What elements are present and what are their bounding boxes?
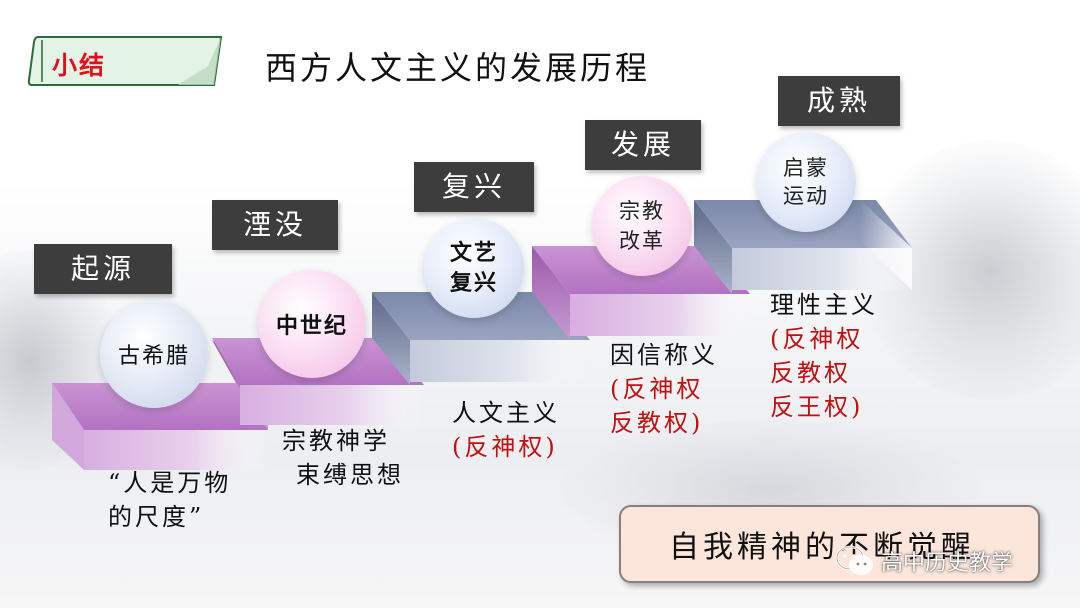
stage-label-origin: 起源: [34, 244, 172, 294]
desc-revival-red1: (反神权): [452, 433, 558, 461]
desc-maturity-red2: 反教权: [770, 359, 851, 387]
desc-maturity-red3: 反王权): [770, 393, 864, 421]
step-5-fade: [860, 200, 912, 290]
bubble-reformation-line2: 改革: [619, 229, 665, 253]
bubble-enlightenment-line1: 启蒙: [783, 156, 829, 180]
step-1-side: [52, 383, 84, 470]
bubble-enlightenment-line2: 运动: [783, 184, 829, 208]
watermark: 高中历史教学: [835, 545, 1013, 577]
bubble-enlightenment: 启蒙 运动: [756, 132, 856, 232]
bubble-middle-ages: 中世纪: [258, 270, 366, 378]
step-5-front: [732, 248, 912, 290]
desc-maturity-line1: 理性主义: [770, 291, 878, 319]
riser-5: [694, 200, 732, 294]
bubble-reformation: 宗教 改革: [592, 176, 692, 276]
bubble-reformation-line1: 宗教: [619, 199, 665, 223]
slide-title: 西方人文主义的发展历程: [265, 49, 651, 87]
badge-label: 小结: [52, 51, 107, 80]
desc-development-red2: 反教权): [610, 409, 704, 437]
summary-box: 自我精神的不断觉醒: [619, 505, 1040, 583]
summary-text: 自我精神的不断觉醒: [669, 530, 975, 565]
desc-eclipse-line2: 束缚思想: [296, 461, 404, 489]
desc-maturity-red1: (反神权: [770, 325, 864, 353]
desc-origin-line1: “人是万物: [108, 469, 232, 497]
summary-badge: [28, 36, 223, 86]
step-2-front: [240, 385, 424, 425]
bubble-ancient-greece-text: 古希腊: [117, 344, 190, 369]
stage-label-maturity: 成熟: [778, 76, 900, 126]
desc-eclipse: 宗教神学 束缚思想: [282, 424, 404, 492]
desc-revival-line1: 人文主义: [452, 399, 560, 427]
bubble-renaissance: 文艺 复兴: [424, 218, 524, 318]
bubble-renaissance-line2: 复兴: [449, 270, 498, 296]
desc-maturity: 理性主义 (反神权 反教权 反王权): [770, 288, 878, 424]
desc-revival: 人文主义 (反神权): [452, 396, 560, 464]
stage-label-eclipse: 湮没: [212, 200, 338, 250]
wechat-icon: [835, 545, 873, 575]
bubble-renaissance-line1: 文艺: [449, 240, 498, 266]
step-1-front: [84, 430, 268, 470]
watermark-text: 高中历史教学: [881, 551, 1014, 576]
riser-4: [532, 246, 570, 340]
step-4-front: [570, 294, 750, 336]
desc-origin: “人是万物 的尺度”: [108, 466, 231, 534]
bubble-middle-ages-text: 中世纪: [275, 313, 348, 339]
riser-3: [372, 292, 410, 385]
desc-development-line1: 因信称义: [610, 341, 718, 369]
stage-label-revival: 复兴: [414, 162, 534, 212]
desc-eclipse-line1: 宗教神学: [282, 427, 390, 455]
desc-development: 因信称义 (反神权 反教权): [610, 338, 718, 440]
stage-label-development: 发展: [585, 120, 701, 170]
desc-origin-line2: 的尺度”: [108, 503, 205, 531]
bubble-ancient-greece: 古希腊: [100, 300, 208, 408]
step-3-front: [410, 340, 590, 382]
desc-development-red1: (反神权: [610, 375, 704, 403]
